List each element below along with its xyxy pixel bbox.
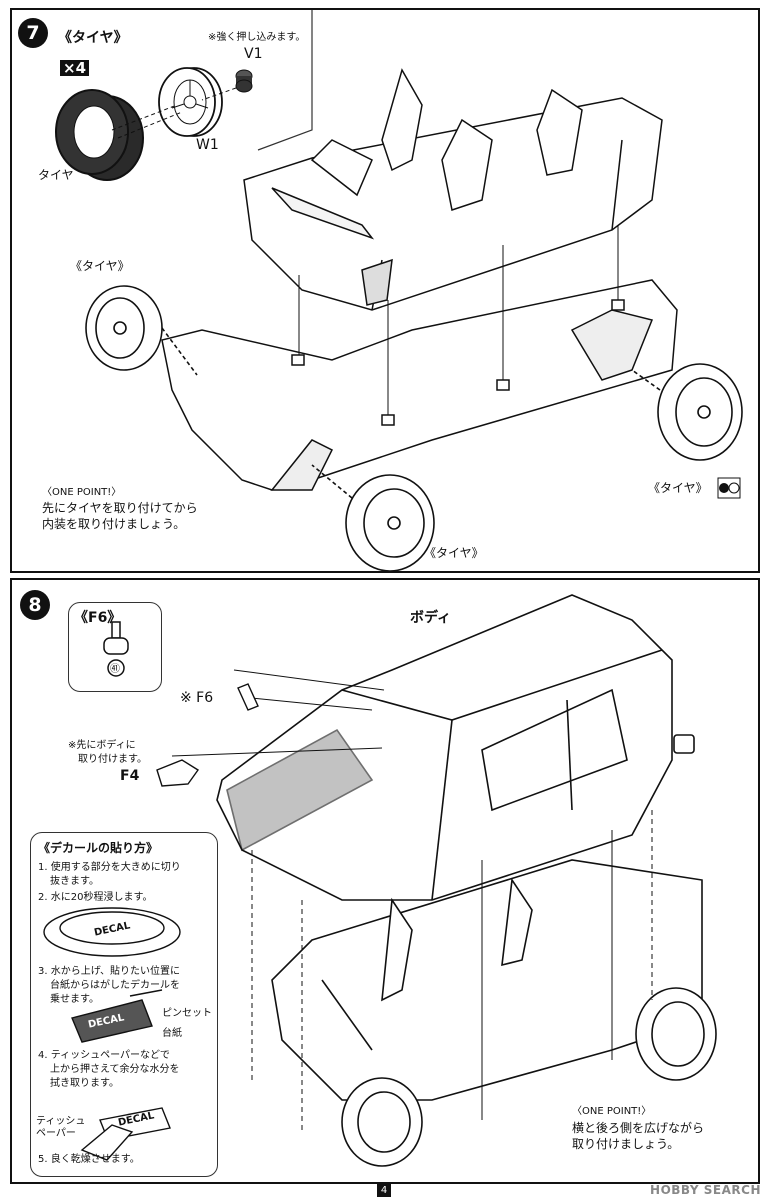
one-point-title: 〈ONE POINT!〉	[42, 487, 122, 498]
one-point-8-line-1: 横と後ろ側を広げながら	[572, 1121, 705, 1135]
one-point-line-2: 内装を取り付けましょう。	[42, 517, 186, 531]
wheel-w1-drawing	[111, 67, 223, 139]
tissue-hand-drawing	[80, 1107, 171, 1161]
f6-part-number: ㊶	[110, 664, 120, 675]
decal-step-1-line-2: 抜きます。	[50, 876, 99, 887]
tire-bottom-label: 《タイヤ》	[424, 546, 484, 560]
step-8-front-wheel	[341, 1077, 423, 1167]
step-7-illustration	[55, 10, 743, 571]
part-label-w1: W1	[196, 137, 219, 153]
decal-step-4-line-2: 上から押さえて余分な水分を	[50, 1064, 180, 1075]
tire-part-label: タイヤ	[38, 168, 74, 182]
f6-box-title: 《F6》	[74, 610, 122, 626]
step-8-illustration	[43, 594, 717, 1167]
backing-label: 台紙	[162, 1028, 182, 1039]
front-left-tire-drawing	[85, 285, 198, 376]
tissue-label-2: ペーパー	[36, 1128, 76, 1139]
decal-title: 《デカールの貼り方》	[38, 841, 159, 855]
f6-part-drawing	[103, 621, 129, 677]
decal-step-4-line-1: 4. ティッシュペーパーなどで	[38, 1050, 170, 1061]
one-point-line-1: 先にタイヤを取り付けてから	[42, 501, 198, 515]
f6-part-box	[68, 602, 162, 692]
tweezers-label: ピンセット	[162, 1008, 212, 1019]
tire-right-label: 《タイヤ》	[648, 481, 708, 495]
tire-part-drawing	[55, 89, 144, 181]
body-label: ボディ	[410, 610, 452, 626]
decal-step-2: 2. 水に20秒程浸します。	[38, 892, 153, 903]
part-label-v1: V1	[244, 46, 263, 62]
f4-part-drawing	[156, 759, 200, 787]
decal-step-3-line-1: 3. 水から上げ、貼りたい位置に	[38, 966, 181, 977]
body-first-note-1: ※先にボディに	[68, 740, 136, 751]
decal-step-3-line-3: 乗せます。	[50, 994, 99, 1005]
decal-instructions-box	[30, 832, 218, 1177]
assembled-chassis-drawing	[271, 859, 703, 1101]
f6-small-part	[237, 683, 259, 711]
decal-dish-drawing	[43, 907, 181, 957]
chassis-drawing	[161, 279, 678, 491]
one-point-title-8: 〈ONE POINT!〉	[572, 1106, 652, 1117]
one-point-8-line-2: 取り付けましょう。	[572, 1137, 680, 1151]
decal-step-1-line-1: 1. 使用する部分を大きめに切り	[38, 862, 181, 873]
decal-sheet-drawing	[71, 989, 163, 1043]
body-first-note-2: 取り付けます。	[78, 754, 147, 765]
step-8-rear-wheel	[635, 987, 717, 1081]
step-8-panel: 8	[10, 578, 760, 1184]
decal-step-5: 5. 良く乾燥させます。	[38, 1154, 140, 1165]
rear-right-tire-drawing	[631, 363, 743, 461]
both-sides-symbol	[717, 477, 741, 499]
quantity-badge: ×4	[60, 60, 90, 76]
step-7-panel: 7	[10, 8, 760, 573]
cap-v1-drawing	[201, 69, 253, 101]
tire-left-label: 《タイヤ》	[70, 259, 130, 273]
step-8-badge: 8	[20, 590, 50, 620]
watermark: HOBBY SEARCH	[650, 1183, 761, 1197]
step-7-badge: 7	[18, 18, 48, 48]
tire-inset-title: 《タイヤ》	[58, 30, 128, 46]
front-right-tire-drawing	[311, 464, 435, 571]
f4-label: F4	[120, 768, 140, 784]
decal-step-4-line-3: 拭き取ります。	[50, 1078, 119, 1089]
f6-label: ※ F6	[180, 690, 214, 706]
tissue-label-1: ティッシュ	[36, 1116, 86, 1127]
interior-tub-drawing	[243, 68, 663, 311]
press-note: ※強く押し込みます。	[208, 32, 306, 43]
decal-step-3-line-2: 台紙からはがしたデカールを	[50, 980, 180, 991]
body-shell-drawing	[216, 594, 695, 901]
page-number: 4	[377, 1184, 391, 1197]
